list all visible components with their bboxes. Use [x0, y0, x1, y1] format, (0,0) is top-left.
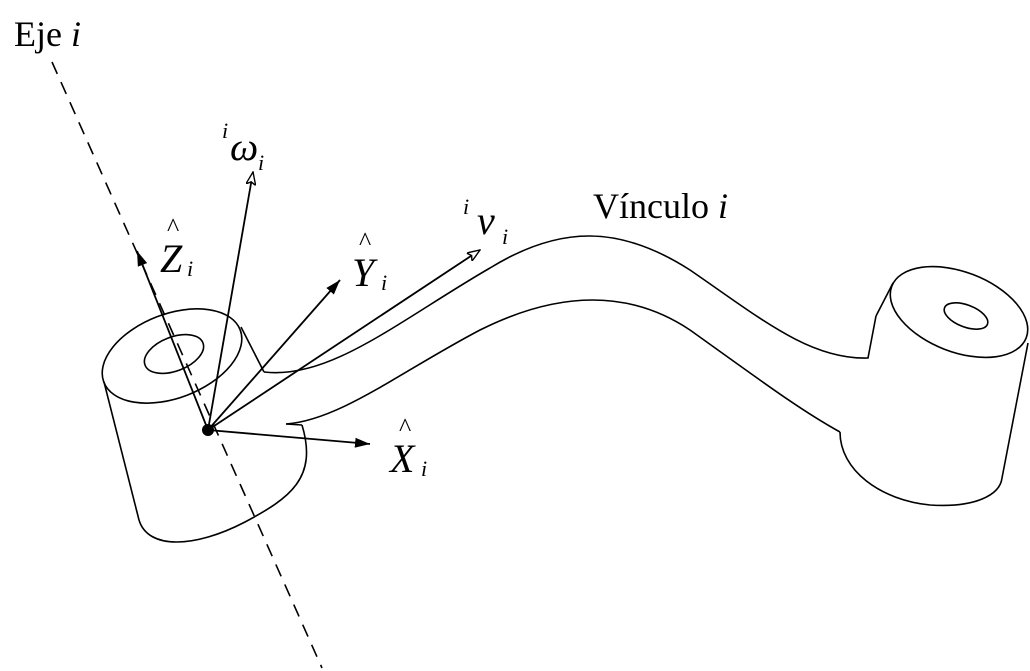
link-label: Vínculo i	[593, 186, 728, 226]
svg-text:Y: Y	[352, 250, 378, 295]
svg-text:i: i	[258, 150, 264, 175]
x-axis-label: ^ X i	[388, 413, 427, 481]
x-axis-arrow	[207, 429, 371, 448]
svg-text:i: i	[421, 456, 427, 481]
joint-axis-line	[51, 61, 323, 669]
svg-text:^: ^	[167, 213, 179, 242]
svg-text:i: i	[502, 224, 508, 249]
right-cylinder	[839, 265, 1029, 507]
svg-text:i: i	[463, 194, 469, 219]
frame-origin-point	[202, 424, 214, 436]
svg-text:Z: Z	[160, 236, 183, 281]
y-axis-label: ^ Y i	[352, 227, 387, 295]
z-axis-arrow	[136, 250, 209, 431]
z-axis-label: ^ Z i	[160, 213, 193, 281]
svg-text:v: v	[477, 198, 495, 243]
y-axis-arrow	[207, 279, 341, 431]
svg-text:i: i	[222, 118, 228, 143]
svg-text:^: ^	[399, 413, 411, 442]
velocity-arrow	[207, 250, 480, 431]
frame-vectors	[136, 172, 480, 448]
left-cylinder	[101, 308, 308, 543]
svg-text:^: ^	[359, 227, 371, 256]
omega-arrow	[207, 172, 253, 431]
svg-text:X: X	[388, 436, 416, 481]
svg-text:ω: ω	[230, 124, 258, 169]
link-body	[263, 235, 877, 433]
linear-velocity-label: i v i	[463, 194, 508, 249]
svg-text:i: i	[381, 270, 387, 295]
svg-text:i: i	[187, 256, 193, 281]
joint-axis-label: Eje i	[14, 14, 81, 54]
angular-velocity-label: i ω i	[222, 118, 264, 175]
